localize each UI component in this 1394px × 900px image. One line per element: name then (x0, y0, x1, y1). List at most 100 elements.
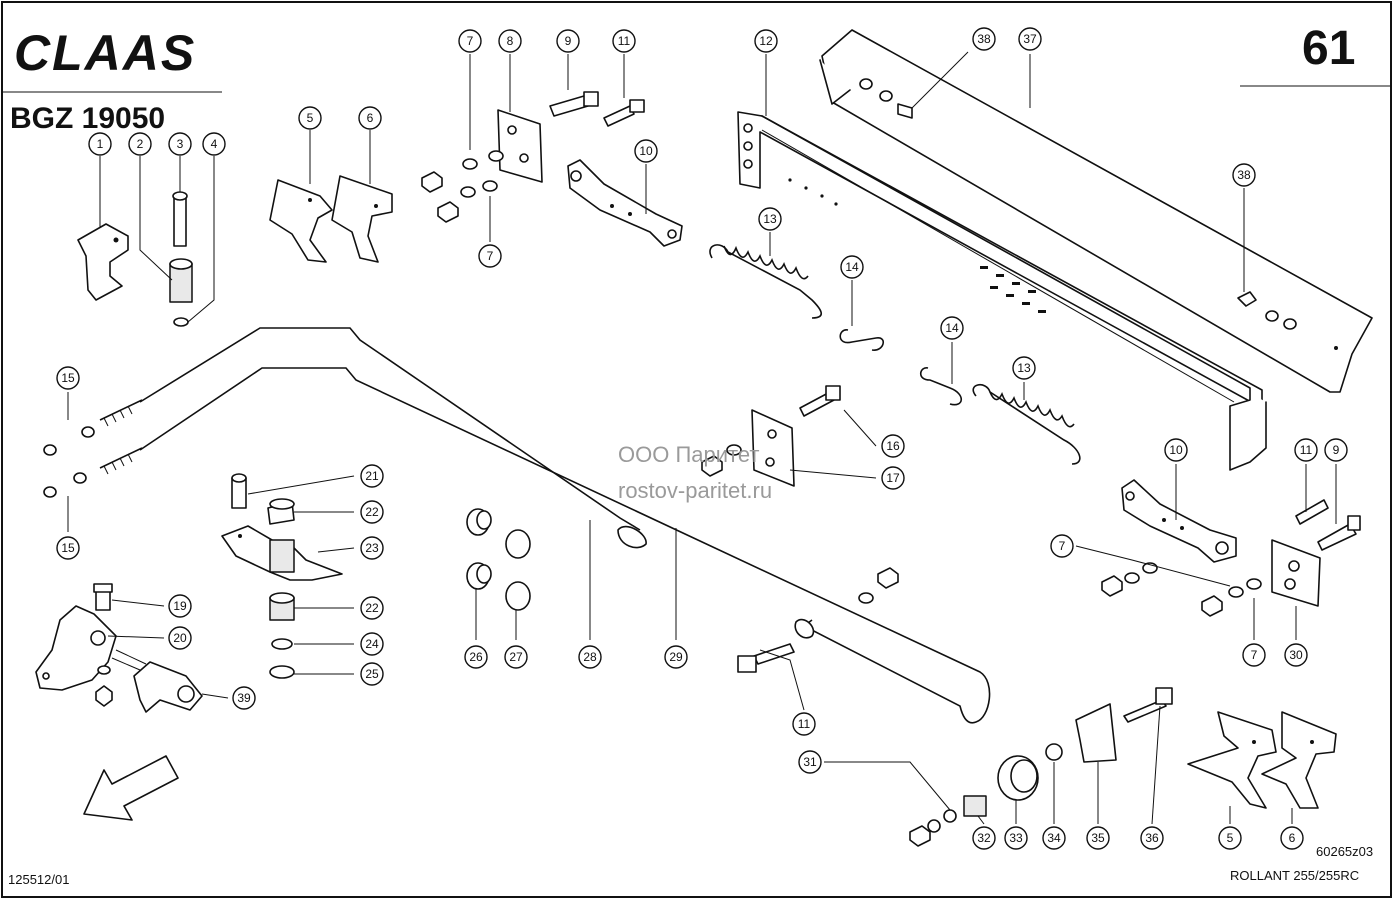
svg-text:8: 8 (507, 34, 514, 48)
callout-10: 10 (634, 139, 658, 163)
part-12-beam (737, 111, 1267, 471)
part-30-plate-right (1101, 499, 1361, 617)
svg-text:26: 26 (469, 650, 483, 664)
svg-text:35: 35 (1091, 831, 1105, 845)
part-13-spring-lower (972, 384, 1081, 465)
svg-text:16: 16 (886, 439, 900, 453)
callout-24: 24 (360, 632, 384, 656)
callouts: 1 2 3 4 5 6 7 8 9 11 10 7 12 38 37 38 13… (56, 27, 1348, 850)
callout-14: 14 (840, 255, 864, 279)
callout-22: 22 (360, 596, 384, 620)
callout-21: 21 (360, 464, 384, 488)
callout-35: 35 (1086, 826, 1110, 850)
svg-text:30: 30 (1289, 648, 1303, 662)
svg-text:17: 17 (886, 471, 900, 485)
callout-28: 28 (578, 645, 602, 669)
svg-text:6: 6 (367, 111, 374, 125)
callout-7: 7 (1050, 534, 1074, 558)
svg-text:20: 20 (173, 631, 187, 645)
svg-text:11: 11 (798, 717, 811, 731)
callout-6: 6 (1280, 826, 1304, 850)
callout-27: 27 (504, 645, 528, 669)
callout-7: 7 (1242, 643, 1266, 667)
svg-text:39: 39 (237, 691, 251, 705)
callout-5: 5 (1218, 826, 1242, 850)
part-16-17-plate-bolt (701, 385, 841, 487)
model-name: ROLLANT 255/255RC (1230, 868, 1359, 883)
part-31-36-roller-assembly (909, 687, 1173, 847)
part-5-6-knife-plates-top (269, 175, 393, 263)
part-21-25-lever-assembly (221, 473, 343, 679)
callout-1: 1 (88, 132, 112, 156)
callout-9: 9 (1324, 438, 1348, 462)
svg-text:22: 22 (365, 505, 379, 519)
callout-10: 10 (1164, 438, 1188, 462)
svg-text:11: 11 (618, 34, 631, 48)
svg-text:5: 5 (307, 111, 314, 125)
callout-13: 13 (758, 207, 782, 231)
callout-7: 7 (458, 29, 482, 53)
svg-text:19: 19 (173, 599, 187, 613)
callout-38: 38 (1232, 163, 1256, 187)
callout-39: 39 (232, 686, 256, 710)
svg-text:10: 10 (1169, 443, 1183, 457)
brand-logo: CLAAS (14, 25, 196, 81)
callout-23: 23 (360, 536, 384, 560)
part-2-3-4-bushing-bolt (169, 191, 193, 327)
svg-text:22: 22 (365, 601, 379, 615)
callout-31: 31 (798, 750, 822, 774)
svg-text:14: 14 (845, 260, 859, 274)
callout-7: 7 (478, 244, 502, 268)
callout-9: 9 (556, 29, 580, 53)
part-26-27-bushings-rings (466, 508, 531, 611)
callout-8: 8 (498, 29, 522, 53)
callout-14: 14 (940, 316, 964, 340)
svg-text:9: 9 (565, 34, 572, 48)
footer-left-ref: 125512/01 (8, 872, 69, 887)
part-13-spring-top (709, 244, 822, 319)
part-37-cover-plate (819, 29, 1373, 393)
callout-19: 19 (168, 594, 192, 618)
part-11-bolt-lower (737, 567, 899, 673)
svg-text:9: 9 (1333, 443, 1340, 457)
part-1-bracket (77, 223, 129, 301)
callout-11: 11 (1294, 438, 1318, 462)
svg-text:28: 28 (583, 650, 597, 664)
svg-text:21: 21 (365, 469, 379, 483)
page-number: 61 (1302, 22, 1355, 75)
svg-text:4: 4 (211, 137, 218, 151)
callout-12: 12 (754, 29, 778, 53)
callout-3: 3 (168, 132, 192, 156)
svg-text:33: 33 (1009, 831, 1023, 845)
callout-15: 15 (56, 366, 80, 390)
svg-text:27: 27 (509, 650, 523, 664)
leader-lines (67, 51, 1337, 825)
svg-text:12: 12 (759, 34, 773, 48)
part-10-strap-top (567, 159, 683, 247)
callout-38: 38 (972, 27, 996, 51)
svg-text:2: 2 (137, 137, 144, 151)
svg-text:31: 31 (803, 755, 817, 769)
svg-text:34: 34 (1047, 831, 1061, 845)
callout-26: 26 (464, 645, 488, 669)
callout-30: 30 (1284, 643, 1308, 667)
callout-32: 32 (972, 826, 996, 850)
callout-17: 17 (881, 466, 905, 490)
callout-20: 20 (168, 626, 192, 650)
watermark-company: ООО Паритет (618, 442, 759, 467)
callout-36: 36 (1140, 826, 1164, 850)
callout-11: 11 (792, 712, 816, 736)
part-28-29-cables (43, 327, 991, 724)
callout-22: 22 (360, 500, 384, 524)
part-10-strap-right (1121, 479, 1237, 563)
svg-text:13: 13 (763, 212, 777, 226)
callout-5: 5 (298, 106, 322, 130)
svg-text:14: 14 (945, 321, 959, 335)
callout-6: 6 (358, 106, 382, 130)
svg-text:38: 38 (1237, 168, 1251, 182)
svg-text:7: 7 (467, 34, 474, 48)
svg-text:7: 7 (1251, 648, 1258, 662)
svg-text:7: 7 (1059, 539, 1066, 553)
